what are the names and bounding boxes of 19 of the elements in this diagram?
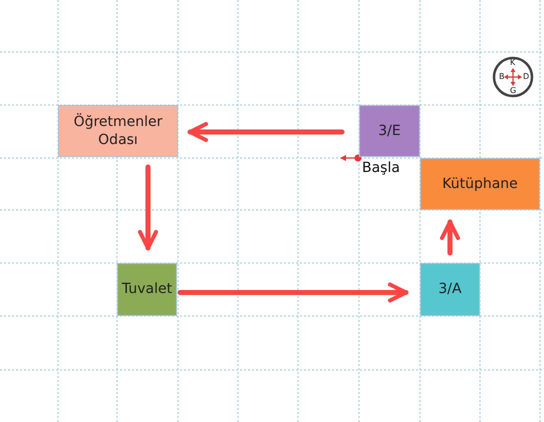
- compass-letter: D: [523, 73, 530, 81]
- compass-letter: K: [510, 59, 516, 67]
- arrow: [138, 164, 158, 250]
- room-label: 3/E: [378, 122, 401, 140]
- arrow: [178, 282, 408, 302]
- compass-letter: G: [510, 87, 516, 95]
- classroom-box: [359, 105, 420, 157]
- start-label: Başla: [362, 160, 400, 176]
- classroom-box: [420, 263, 480, 316]
- room-label: Öğretmenler Odası: [72, 112, 164, 150]
- room-box: [117, 263, 177, 316]
- room-label: Kütüphane: [442, 174, 518, 194]
- room-box: [58, 105, 178, 157]
- room-label: 3/A: [438, 280, 462, 299]
- room-label: Tuvalet: [122, 280, 172, 299]
- arrow: [188, 122, 344, 142]
- room-box: [420, 158, 540, 210]
- arrow: [440, 220, 460, 256]
- compass-letter: B: [499, 73, 504, 81]
